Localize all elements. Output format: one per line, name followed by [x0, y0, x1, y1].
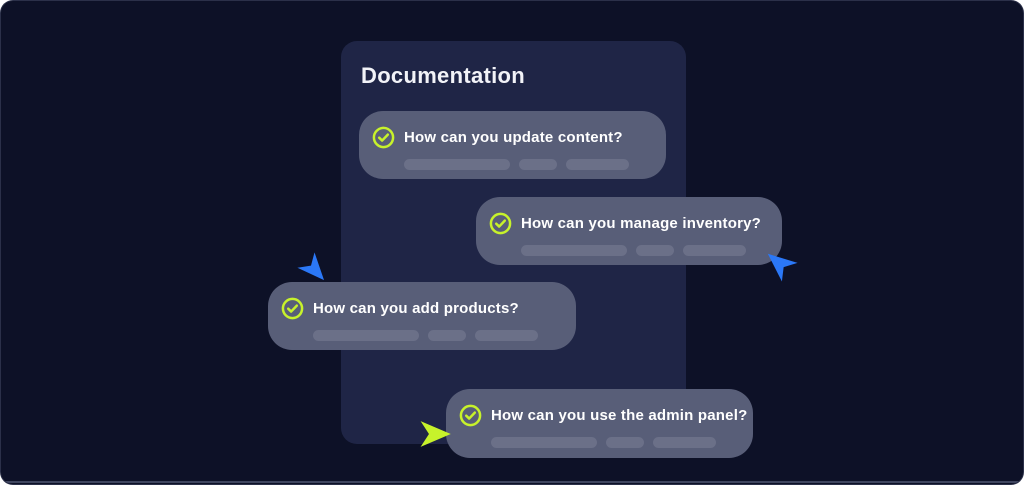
skeleton-bar [519, 159, 557, 170]
faq-card-header: How can you add products? [281, 295, 556, 321]
skeleton-bar [428, 330, 466, 341]
faq-question-text: How can you update content? [404, 128, 623, 146]
skeleton-bar [404, 159, 510, 170]
skeleton-placeholder-row [491, 437, 733, 448]
faq-card-add-products[interactable]: How can you add products? [268, 282, 576, 350]
bottom-section-divider [1, 481, 1023, 483]
skeleton-bar [475, 330, 538, 341]
faq-question-text: How can you manage inventory? [521, 214, 762, 232]
faq-card-header: How can you use the admin panel? [459, 402, 747, 428]
faq-card-header: How can you manage inventory? [489, 210, 762, 236]
faq-card-header: How can you update content? [372, 124, 646, 150]
lime-cursor-icon [415, 415, 453, 453]
skeleton-bar [521, 245, 627, 256]
skeleton-bar [636, 245, 674, 256]
blue-cursor-icon [755, 239, 806, 290]
skeleton-bar [566, 159, 629, 170]
check-circle-icon [372, 126, 395, 148]
faq-card-admin-panel[interactable]: How can you use the admin panel? [446, 389, 753, 458]
skeleton-placeholder-row [313, 330, 556, 341]
skeleton-bar [313, 330, 419, 341]
skeleton-bar [491, 437, 597, 448]
check-circle-icon [281, 297, 304, 319]
skeleton-bar [653, 437, 716, 448]
check-circle-icon [489, 212, 512, 234]
faq-question-text: How can you add products? [313, 299, 519, 317]
faq-card-manage-inventory[interactable]: How can you manage inventory? [476, 197, 782, 265]
skeleton-bar [683, 245, 746, 256]
skeleton-placeholder-row [521, 245, 762, 256]
blue-cursor-icon [290, 245, 338, 293]
faq-card-update-content[interactable]: How can you update content? [359, 111, 666, 179]
faq-question-text: How can you use the admin panel? [491, 406, 748, 424]
page-title: Documentation [361, 63, 526, 88]
check-circle-icon [459, 404, 482, 426]
skeleton-placeholder-row [404, 159, 646, 170]
skeleton-bar [606, 437, 644, 448]
